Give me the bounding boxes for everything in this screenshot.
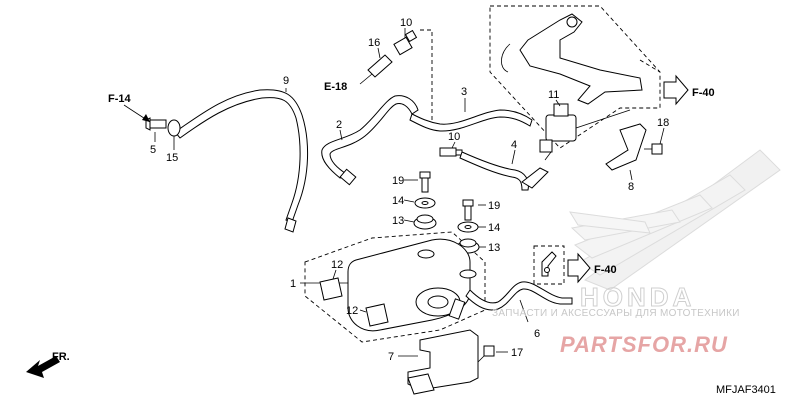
callout-2: 2: [336, 119, 342, 131]
evap-canister-1: [347, 238, 477, 332]
link-line-a: [420, 29, 433, 128]
callout-4: 4: [511, 139, 517, 151]
leader-8: [629, 169, 633, 181]
callout-11: 11: [548, 89, 559, 101]
hose-9: [174, 89, 309, 233]
front-label: FR.: [52, 351, 70, 363]
leader-14-left: [403, 199, 415, 203]
leader-2: [339, 129, 343, 141]
callout-12-a: 12: [331, 259, 343, 271]
leader-6: [519, 299, 529, 323]
watermark-caption: ЗАПЧАСТИ И АКСЕССУАРЫ ДЛЯ МОТОТЕХНИКИ: [492, 308, 740, 319]
pad-12-a: [319, 277, 343, 301]
ref-label-f40-mid: F-40: [594, 264, 617, 276]
ref-arrow-f40-top: [663, 74, 689, 106]
ref-arrow-f14: [123, 104, 151, 123]
callout-9: 9: [283, 75, 289, 87]
honda-wing-watermark: [569, 149, 781, 291]
callout-13-left: 13: [392, 215, 404, 227]
leader-16: [377, 47, 381, 59]
callout-12-b: 12: [346, 305, 358, 317]
bolt-17: [477, 345, 495, 363]
leader-11: [555, 99, 561, 107]
bolt-19-right: [462, 199, 474, 221]
fitting-10-mid: [439, 147, 463, 157]
leader-13-left: [403, 219, 415, 223]
callout-7: 7: [388, 351, 394, 363]
callout-1: 1: [290, 278, 296, 290]
callout-3: 3: [461, 86, 467, 98]
link-line-b: [639, 59, 661, 73]
callout-16: 16: [368, 37, 380, 49]
leader-18: [659, 127, 665, 145]
bracket-8: [605, 123, 647, 171]
washer-14-right: [457, 221, 479, 233]
ref-label-f14: F-14: [108, 93, 132, 105]
watermark-brand: PARTSFOR.RU: [560, 332, 728, 357]
leader-12-a: [332, 269, 337, 280]
bracket-7: [407, 329, 479, 395]
diagram-code: MFJAF3401: [716, 384, 776, 396]
callout-13-right: 13: [488, 242, 500, 254]
callout-10-top: 10: [400, 17, 412, 29]
ref-arrow-e18: [359, 73, 373, 85]
ref-arrow-f40-mid: [567, 252, 591, 284]
hose-3: [409, 109, 533, 132]
hose-2: [321, 95, 419, 186]
ref-label-f40-top: F-40: [692, 87, 715, 99]
callout-18: 18: [657, 117, 669, 129]
bolt-18: [644, 143, 663, 155]
callout-5: 5: [150, 144, 156, 156]
ref-label-e18: E-18: [324, 81, 347, 93]
bracket-assembly: [501, 13, 643, 105]
callout-6: 6: [534, 328, 540, 340]
washer-14-left: [414, 197, 436, 209]
pad-12-b: [365, 303, 389, 327]
callout-8: 8: [628, 181, 634, 193]
leader-10-mid: [451, 141, 456, 149]
leader-4: [511, 149, 516, 165]
clamp-15: [167, 119, 181, 137]
bracket-group-frame: [489, 5, 661, 149]
grommet-13-left: [413, 214, 437, 230]
callout-10-mid: 10: [448, 131, 460, 143]
link-11-bracket: [575, 109, 631, 129]
callout-14-right: 14: [488, 222, 500, 234]
solenoid-valve-11: [539, 103, 577, 161]
honda-logo-watermark: HONDA: [580, 282, 695, 312]
leader-12-b: [359, 309, 367, 313]
callout-19-right: 19: [488, 200, 500, 212]
fitting-5: [145, 117, 167, 131]
clip-detail: [541, 251, 557, 277]
hose-16: [367, 54, 393, 78]
hose-4: [459, 151, 549, 191]
front-direction-arrow: [26, 356, 60, 378]
canister-group-frame: [304, 231, 486, 343]
fitting-10-top: [393, 29, 418, 56]
callout-15: 15: [166, 152, 178, 164]
tube-6: [465, 281, 573, 311]
bolt-19-left: [419, 171, 431, 193]
callout-14-left: 14: [392, 195, 404, 207]
callout-17: 17: [511, 347, 523, 359]
callout-19-left: 19: [392, 175, 404, 187]
